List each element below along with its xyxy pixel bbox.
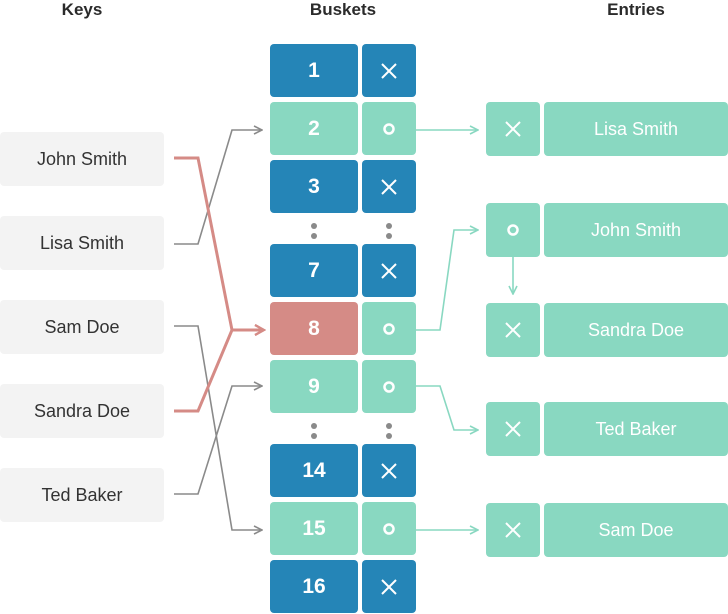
ellipsis-dots (311, 423, 317, 443)
cross-icon (381, 578, 397, 595)
bucket-number: 8 (270, 302, 358, 355)
dot-icon (383, 322, 395, 335)
cross-icon (505, 421, 521, 437)
bucket-pointer (362, 360, 416, 413)
cross-icon (381, 262, 397, 279)
cross-icon (505, 121, 521, 137)
bucket-pointer (362, 302, 416, 355)
dot-icon (507, 224, 519, 236)
cross-icon (505, 522, 521, 538)
entry-next-pointer (486, 203, 540, 257)
ellipsis-dots (386, 423, 392, 443)
entries-header: Entries (607, 0, 665, 19)
keys-header: Keys (61, 0, 103, 19)
arrow-lisa-smith-to-bucket-2 (174, 130, 262, 245)
arrow-bucket-9-to-ted-baker (416, 385, 478, 430)
bucket-pointer (362, 160, 416, 213)
entry-name: Ted Baker (544, 402, 728, 456)
bucket-pointer (362, 244, 416, 297)
bucket-pointer (362, 444, 416, 497)
arrow-sam-doe-to-bucket-15 (174, 325, 262, 530)
key-sam-doe: Sam Doe (0, 300, 164, 354)
dot-icon (383, 122, 395, 135)
entry-next-pointer (486, 402, 540, 456)
entry-next-pointer (486, 503, 540, 557)
entry-next-pointer (486, 102, 540, 156)
bucket-pointer (362, 102, 416, 155)
ellipsis-dots (311, 223, 317, 243)
buckets-header: Buskets (309, 0, 377, 19)
bucket-pointer (362, 502, 416, 555)
entry-next-pointer (486, 303, 540, 357)
arrow-ted-baker-to-bucket-9 (174, 386, 262, 495)
key-sandra-doe: Sandra Doe (0, 384, 164, 438)
entry-name: Sandra Doe (544, 303, 728, 357)
cross-icon (505, 322, 521, 338)
key-john-smith: John Smith (0, 132, 164, 186)
key-lisa-smith: Lisa Smith (0, 216, 164, 270)
bucket-number: 14 (270, 444, 358, 497)
bucket-number: 3 (270, 160, 358, 213)
entry-name: John Smith (544, 203, 728, 257)
bucket-pointer (362, 560, 416, 613)
dot-icon (383, 380, 395, 393)
bucket-number: 1 (270, 44, 358, 97)
ellipsis-dots (386, 223, 392, 243)
cross-icon (381, 62, 397, 79)
entry-name: Lisa Smith (544, 102, 728, 156)
cross-icon (381, 178, 397, 195)
bucket-number: 9 (270, 360, 358, 413)
bucket-number: 7 (270, 244, 358, 297)
bucket-pointer (362, 44, 416, 97)
bucket-number: 16 (270, 560, 358, 613)
bucket-number: 2 (270, 102, 358, 155)
entry-name: Sam Doe (544, 503, 728, 557)
bucket-number: 15 (270, 502, 358, 555)
dot-icon (383, 522, 395, 535)
arrow-bucket-8-to-john-smith (416, 230, 478, 331)
cross-icon (381, 462, 397, 479)
arrow-sandra-doe-to-bucket-8 (174, 330, 264, 413)
key-ted-baker: Ted Baker (0, 468, 164, 522)
